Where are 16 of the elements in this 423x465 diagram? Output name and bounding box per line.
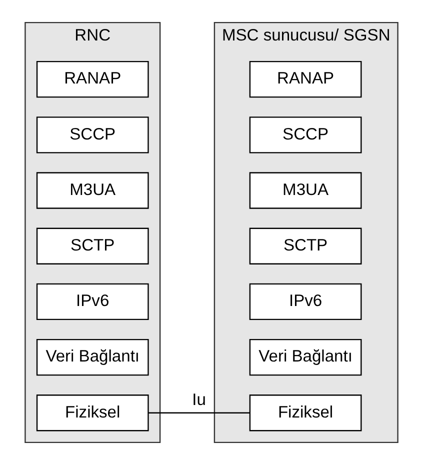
node-box: Veri Bağlantı [36,338,149,376]
node-box: Fiziksel [36,394,149,432]
node-box: SCCP [249,116,362,154]
node-box: RANAP [36,60,149,98]
node-box: RANAP [249,60,362,98]
node-box: Veri Bağlantı [249,338,362,376]
node-box: IPv6 [36,283,149,320]
connector [148,412,250,414]
node-box: IPv6 [249,283,362,320]
node-box: Fiziksel [249,394,362,432]
node-box: SCCP [36,116,149,154]
edge-label: Iu [192,390,206,409]
node-box: M3UA [36,172,149,209]
node-box: SCTP [249,228,362,264]
node-box: SCTP [36,228,149,264]
node-box: M3UA [249,172,362,209]
